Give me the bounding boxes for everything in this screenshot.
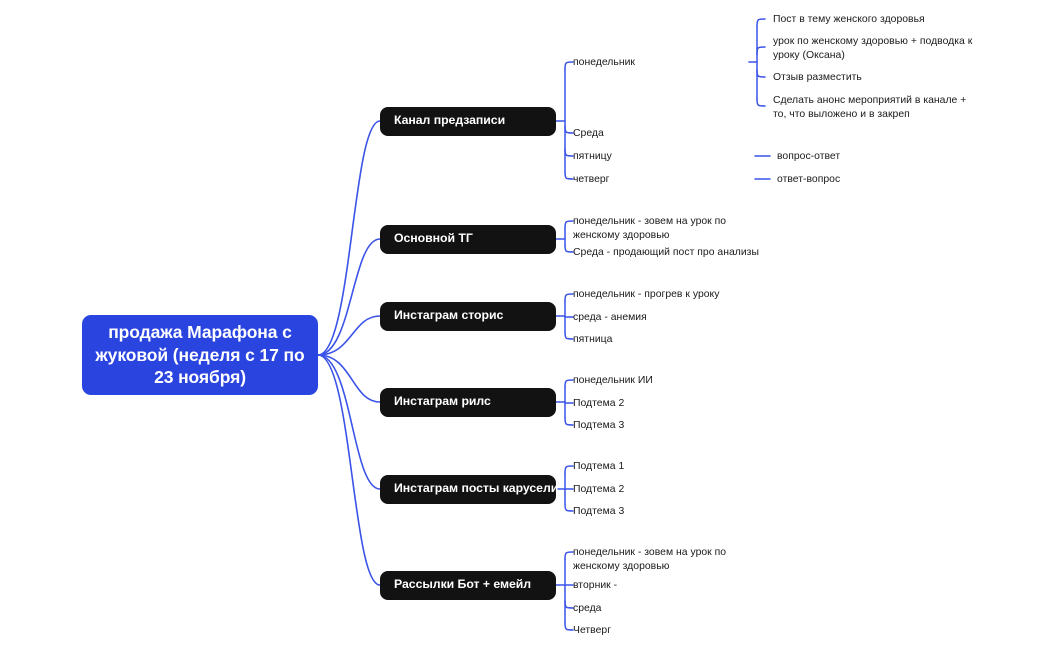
leaf-storis-ponedelnik[interactable]: понедельник - прогрев к уроку [573, 289, 720, 300]
leaf-otvet-vopros[interactable]: ответ-вопрос [777, 174, 841, 185]
leaf-rils-ponedelnik[interactable]: понедельник ИИ [573, 375, 653, 386]
branch-node-rassylki-bot-emeyl[interactable]: Рассылки Бот + емейл [380, 570, 556, 600]
leaf-tg-ponedelnik[interactable]: понедельник - зовем на урок по женскому … [573, 216, 727, 242]
leaf-pyatnitsu[interactable]: пятницу [573, 151, 612, 162]
bracket-branch-6-arm-4 [564, 622, 574, 631]
bracket-branch-1-arm-4 [564, 171, 574, 180]
bracket-branch-2-arm-1 [564, 220, 574, 229]
leaf-rassylki-vtornik[interactable]: вторник - [573, 580, 618, 591]
link-root-branch-3 [317, 315, 381, 356]
bracket-branch-2-arm-2 [564, 244, 574, 253]
branch-node-label: Канал предзаписи [394, 113, 506, 128]
bracket-pn-arm-4 [756, 98, 766, 107]
bracket-branch-3-arm-1 [564, 293, 574, 302]
leaf-rassylki-sreda[interactable]: среда [573, 603, 602, 614]
bracket-branch-3-arm-3 [564, 331, 574, 340]
bracket-branch-5-arm-1 [564, 465, 574, 474]
leaf-rassylki-chetverg[interactable]: Четверг [573, 625, 612, 636]
bracket-branch-4-arm-3 [564, 417, 574, 426]
branch-node-label: Рассылки Бот + емейл [394, 577, 532, 592]
leaf-rils-podtema-3[interactable]: Подтема 3 [573, 420, 625, 431]
link-root-branch-4 [317, 354, 381, 403]
leaf-sreda[interactable]: Среда [573, 128, 604, 139]
bracket-branch-4-arm-1 [564, 379, 574, 388]
leaf-anons-meropriyatiy[interactable]: Сделать анонс мероприятий в канале + то,… [773, 95, 967, 121]
leaf-ponedelnik[interactable]: понедельник [573, 57, 635, 68]
branch-node-label: Инстаграм рилс [394, 394, 491, 409]
leaf-urok-podvodka[interactable]: урок по женскому здоровью + подводка к у… [773, 36, 973, 62]
link-root-branch-2 [317, 238, 381, 356]
bracket-branch-6-arm-3 [564, 600, 574, 609]
bracket-pn-arm-3 [756, 69, 766, 78]
leaf-karuseli-podtema-3[interactable]: Подтема 3 [573, 506, 625, 517]
leaf-storis-sreda[interactable]: среда - анемия [573, 312, 647, 323]
branch-node-label: Основной ТГ [394, 231, 473, 246]
branch-node-instagram-storis[interactable]: Инстаграм сторис [380, 301, 556, 331]
leaf-otzyv-razmestit[interactable]: Отзыв разместить [773, 72, 862, 83]
bracket-branch-1-arm-2 [564, 125, 574, 134]
leaf-tg-sreda[interactable]: Среда - продающий пост про анализы [573, 247, 759, 258]
bracket-branch-5-arm-3 [564, 503, 574, 512]
link-root-branch-1 [317, 120, 381, 356]
root-node[interactable]: продажа Марафона с жуковой (неделя с 17 … [82, 315, 318, 395]
branch-node-instagram-posty-karuseli[interactable]: Инстаграм посты карусели [380, 474, 559, 504]
leaf-chetverg[interactable]: четверг [573, 174, 610, 185]
branch-node-osnovnoy-tg[interactable]: Основной ТГ [380, 224, 556, 254]
branch-node-label: Инстаграм посты карусели [394, 481, 559, 496]
branch-node-instagram-rils[interactable]: Инстаграм рилс [380, 387, 556, 417]
branch-node-label: Инстаграм сторис [394, 308, 504, 323]
leaf-karuseli-podtema-1[interactable]: Подтема 1 [573, 461, 625, 472]
bracket-branch-6-arm-1 [564, 551, 574, 560]
root-node-label: продажа Марафона с жуковой (неделя с 17 … [95, 322, 305, 388]
leaf-vopros-otvet[interactable]: вопрос-ответ [777, 151, 841, 162]
bracket-branch-1-arm-3 [564, 148, 574, 157]
link-root-branch-6 [317, 354, 381, 586]
link-root-branch-5 [317, 354, 381, 490]
bracket-pn-arm-2 [756, 46, 766, 55]
leaf-storis-pyatnitsa[interactable]: пятница [573, 334, 613, 345]
bracket-branch-1-arm-1 [564, 61, 574, 70]
leaf-rassylki-ponedelnik[interactable]: понедельник - зовем на урок по женскому … [573, 547, 727, 573]
bracket-pn-arm-1 [756, 18, 766, 27]
leaf-karuseli-podtema-2[interactable]: Подтема 2 [573, 484, 625, 495]
leaf-rils-podtema-2[interactable]: Подтема 2 [573, 398, 625, 409]
branch-node-kanal-predzapisi[interactable]: Канал предзаписи [380, 106, 556, 136]
leaf-post-zhenskoe-zdorovye[interactable]: Пост в тему женского здоровья [773, 14, 925, 25]
